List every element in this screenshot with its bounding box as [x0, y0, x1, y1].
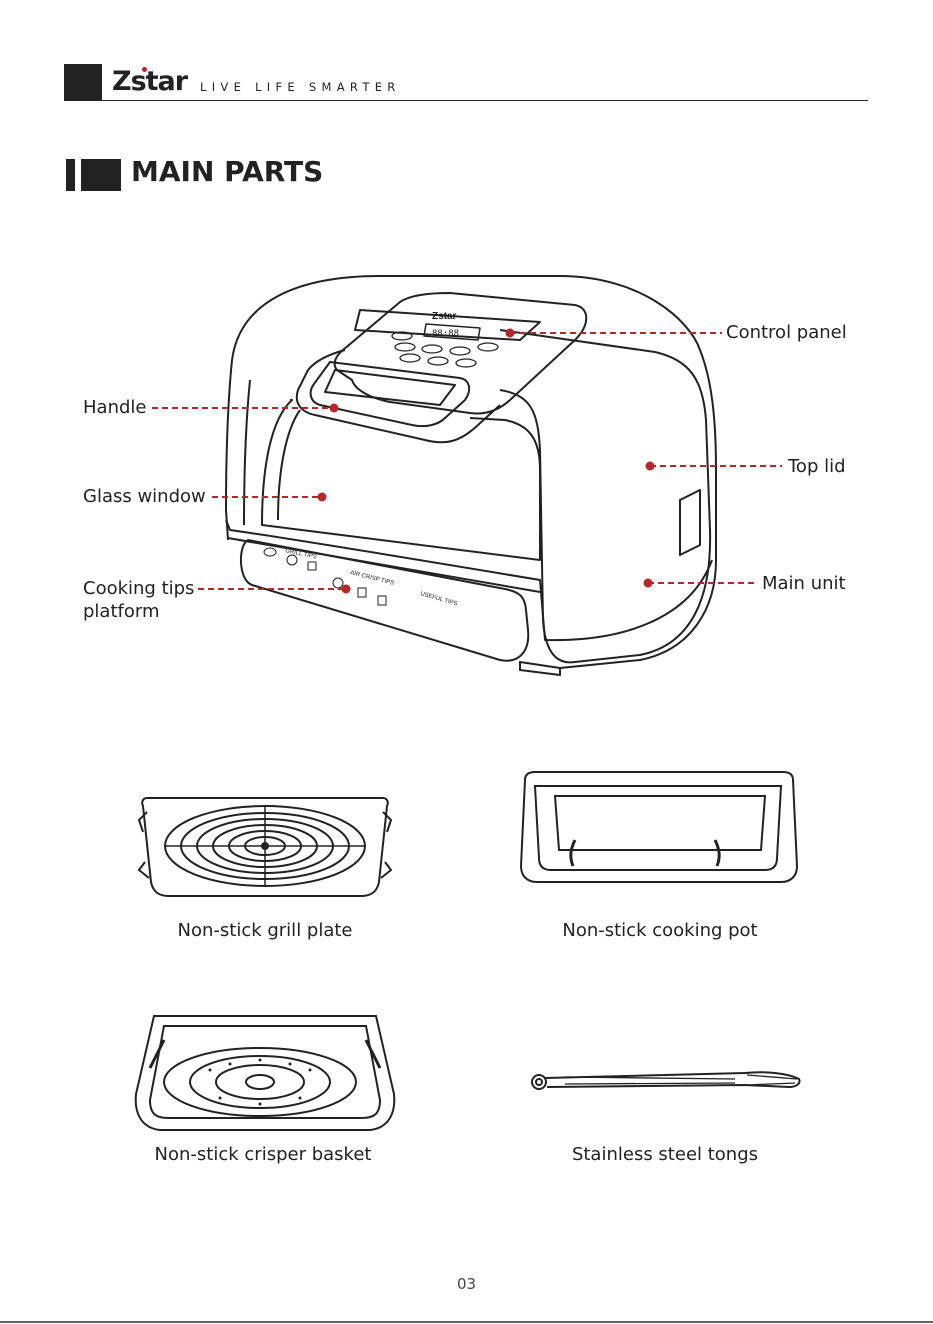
label-main-unit: Main unit — [762, 572, 846, 595]
label-top-lid: Top lid — [788, 455, 846, 478]
footer-rule — [0, 1321, 933, 1323]
control-panel-marker — [506, 329, 515, 338]
cooking-tips-marker — [342, 585, 351, 594]
glass-window-marker — [318, 493, 327, 502]
label-handle: Handle — [83, 396, 146, 419]
handle-marker — [330, 404, 339, 413]
cooking-pot-illustration — [515, 770, 805, 890]
label-cooking-tips: Cooking tips — [83, 577, 194, 600]
label-glass-window: Glass window — [83, 485, 206, 508]
caption-tongs: Stainless steel tongs — [525, 1144, 805, 1165]
caption-cooking-pot: Non-stick cooking pot — [515, 920, 805, 941]
tongs-illustration — [525, 1065, 805, 1105]
top-lid-marker — [646, 462, 655, 471]
grill-plate-illustration — [135, 792, 395, 902]
label-control-panel: Control panel — [726, 321, 847, 344]
page-number: 03 — [0, 1275, 933, 1293]
label-cooking-tips-2: platform — [83, 600, 159, 623]
caption-grill-plate: Non-stick grill plate — [135, 920, 395, 941]
caption-crisper-basket: Non-stick crisper basket — [130, 1144, 396, 1165]
crisper-basket-illustration — [130, 1010, 400, 1140]
main-unit-marker — [644, 579, 653, 588]
